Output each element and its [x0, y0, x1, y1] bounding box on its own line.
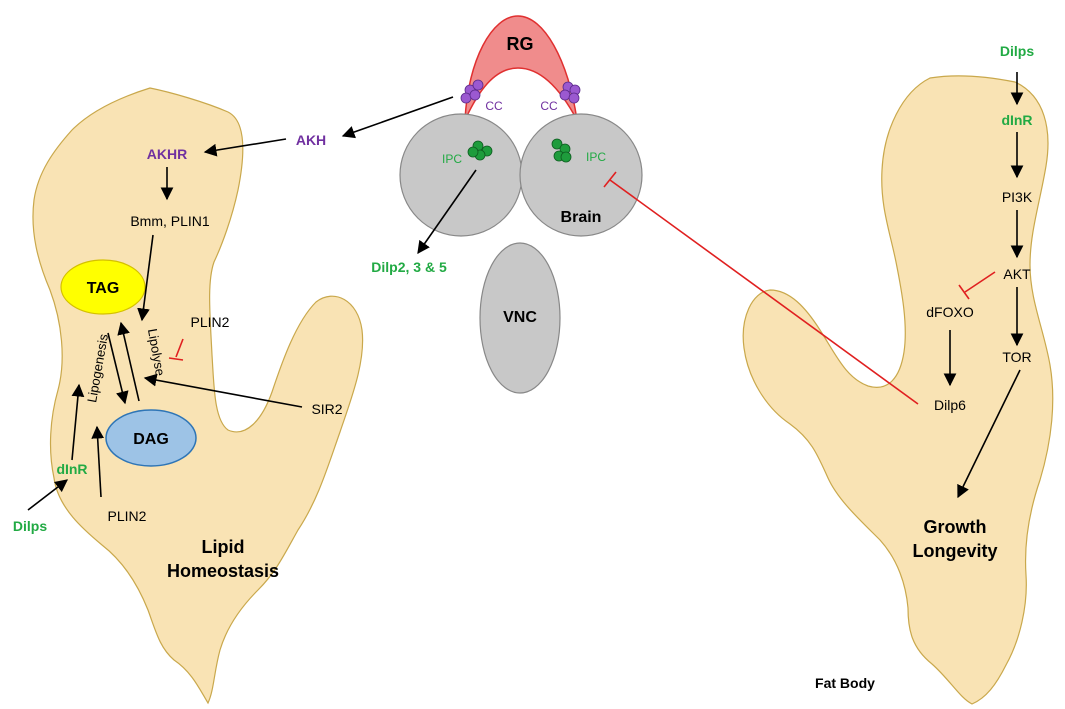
arrow-ipc-to-dilp	[417, 169, 477, 255]
ipc-label-left: IPC	[442, 152, 462, 166]
vnc	[479, 242, 561, 394]
arrow-akh-to-akhr	[203, 138, 287, 157]
ipc-cells-right	[551, 138, 572, 163]
dilps-right-label: Dilps	[1000, 43, 1034, 59]
plin2-top-label: PLIN2	[191, 314, 230, 330]
dilp6-label: Dilp6	[934, 397, 966, 413]
ring-gland	[464, 15, 578, 121]
akh-label: AKH	[296, 132, 326, 148]
dilp235-label: Dilp2, 3 & 5	[371, 259, 447, 275]
inhibit-dilp6-to-ipc	[609, 179, 919, 405]
tag-node	[60, 259, 146, 315]
rg-label: RG	[507, 34, 534, 54]
dinr-left-label: dInR	[56, 461, 87, 477]
growth-title-line2: Longevity	[912, 541, 997, 561]
brain-label: Brain	[561, 209, 602, 226]
dilps-left-label: Dilps	[13, 518, 47, 534]
inhibit-plin2-to-lipolysis	[175, 338, 184, 358]
tag-label: TAG	[87, 280, 120, 297]
cc-label-left: CC	[485, 99, 503, 113]
dag-node	[105, 409, 197, 467]
arrow-bmm-to-lipolysis	[137, 234, 154, 322]
plin2-bottom-label: PLIN2	[108, 508, 147, 524]
arrow-rg-to-akh	[341, 96, 454, 139]
inhibit-bar-dfoxo	[958, 284, 970, 300]
akhr-label: AKHR	[147, 146, 187, 162]
cc-label-right: CC	[540, 99, 558, 113]
sir2-label: SIR2	[311, 401, 342, 417]
fat-body-label: Fat Body	[815, 675, 875, 691]
tor-label: TOR	[1002, 349, 1031, 365]
arrow-sir2-to-lipolysis	[143, 373, 303, 408]
cc-cells-left	[460, 79, 484, 104]
inhibit-akt-to-dfoxo	[964, 271, 996, 293]
ipc-cells-left	[467, 140, 493, 161]
bmm-label: Bmm, PLIN1	[130, 213, 210, 229]
arrow-lipogenesis	[107, 332, 129, 405]
arrow-tor-to-growth	[957, 369, 1021, 499]
inhibit-bar-lipolysis	[168, 357, 184, 361]
brain-lobe-right	[519, 113, 643, 237]
dag-label: DAG	[133, 431, 169, 448]
vnc-label: VNC	[503, 309, 537, 326]
arrow-dinr-to-lipogenesis	[71, 383, 85, 461]
ipc-label-right: IPC	[586, 150, 606, 164]
pi3k-label: PI3K	[1002, 189, 1033, 205]
cc-cells-right	[559, 81, 581, 104]
lipid-title-line2: Homeostasis	[167, 561, 279, 581]
lipid-title-line1: Lipid	[202, 537, 245, 557]
arrow-plin2-to-dag	[91, 425, 105, 498]
arrow-lipolysis	[117, 321, 140, 402]
dinr-right-label: dInR	[1001, 112, 1032, 128]
inhibit-bar-ipc	[603, 171, 617, 188]
fat-body-left	[32, 87, 364, 705]
growth-title-line1: Growth	[924, 517, 987, 537]
dfoxo-label: dFOXO	[926, 304, 974, 320]
brain-lobe-left	[399, 113, 523, 237]
akt-label: AKT	[1003, 266, 1031, 282]
arrow-dilps-to-dinr	[27, 479, 69, 511]
